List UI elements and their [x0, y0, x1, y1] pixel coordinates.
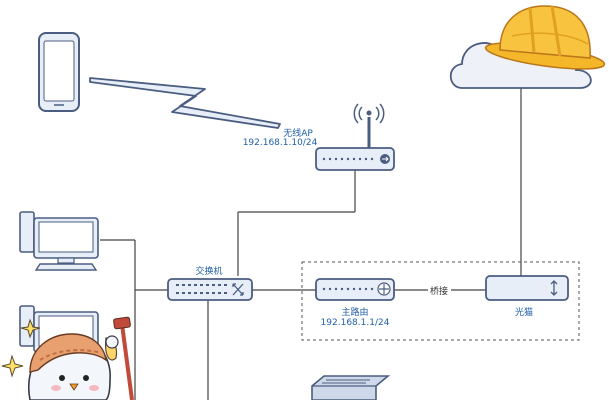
lightning-icon [89, 77, 281, 129]
pc-icon [19, 211, 99, 271]
optical-modem-name: 光猫 [514, 308, 534, 318]
wireless-ap-ip: 192.168.1.10/24 [242, 138, 318, 148]
router-icon [315, 278, 395, 301]
main-router-name: 主路由 [341, 308, 369, 318]
modem-icon [485, 275, 569, 301]
router-antenna-icon [315, 103, 395, 171]
server-icon [311, 375, 391, 400]
penguin-mascot-icon [1, 316, 134, 400]
main-router-ip: 192.168.1.1/24 [320, 318, 390, 328]
phone-icon [38, 32, 80, 112]
connection-lines [100, 88, 522, 400]
bridge-label: 桥接 [427, 284, 451, 297]
hard-hat-icon [484, 5, 606, 70]
switch-icon [167, 278, 253, 301]
bridge-group-box [301, 261, 580, 341]
wireless-ap-name: 无线AP [283, 129, 313, 139]
switch-name: 交换机 [195, 267, 223, 277]
